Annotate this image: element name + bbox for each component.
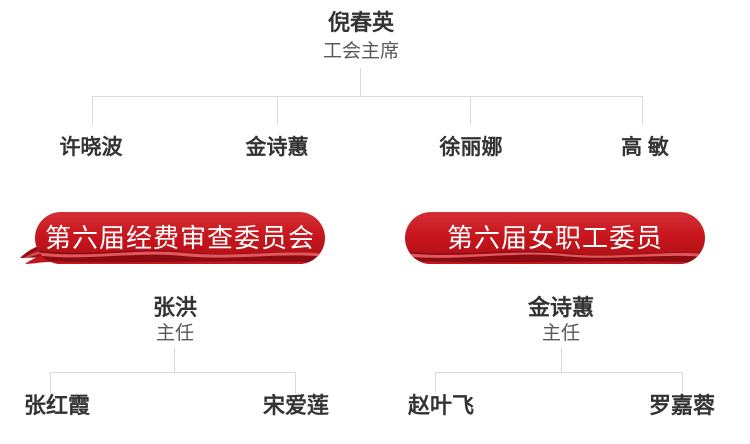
funds-committee-leader-name: 张洪 (152, 295, 198, 320)
funds-committee-member-2: 宋爱莲 (262, 393, 330, 418)
connector-left-vertical (174, 347, 175, 373)
connector-row1-drop-1 (92, 96, 93, 125)
women-committee-leader-title: 主任 (541, 323, 581, 344)
women-committee-member-1: 赵叶飞 (407, 393, 475, 418)
member-name-1: 许晓波 (59, 136, 123, 159)
member-name-3: 徐丽娜 (439, 136, 503, 159)
funds-committee-member-1: 张红霞 (23, 393, 91, 418)
connector-left-drop-1 (50, 372, 51, 393)
connector-right-drop-1 (435, 372, 436, 393)
women-committee-leader-name: 金诗蕙 (527, 295, 595, 320)
women-committee-member-2: 罗嘉蓉 (648, 393, 716, 418)
connector-right-horizontal (435, 372, 683, 373)
chairman-name: 倪春英 (327, 10, 395, 35)
women-committee-banner-label: 第六届女职工委员 (446, 223, 664, 253)
connector-row1-drop-3 (470, 96, 471, 125)
connector-root-vertical (360, 68, 361, 96)
connector-left-drop-2 (295, 372, 296, 393)
connector-row1-drop-4 (642, 96, 643, 125)
connector-right-vertical (561, 347, 562, 373)
women-committee-ribbon (405, 212, 705, 264)
funds-committee-banner-label: 第六届经费审查委员会 (44, 223, 316, 253)
member-name-4: 高 敏 (621, 136, 669, 159)
connector-left-horizontal (50, 372, 296, 373)
connector-row1-drop-2 (277, 96, 278, 125)
funds-committee-ribbon (20, 212, 325, 264)
connector-right-drop-2 (682, 372, 683, 393)
member-name-2: 金诗蕙 (245, 136, 309, 159)
funds-committee-leader-title: 主任 (155, 323, 195, 344)
connector-row1-horizontal (92, 96, 643, 97)
chairman-title: 工会主席 (322, 41, 400, 62)
